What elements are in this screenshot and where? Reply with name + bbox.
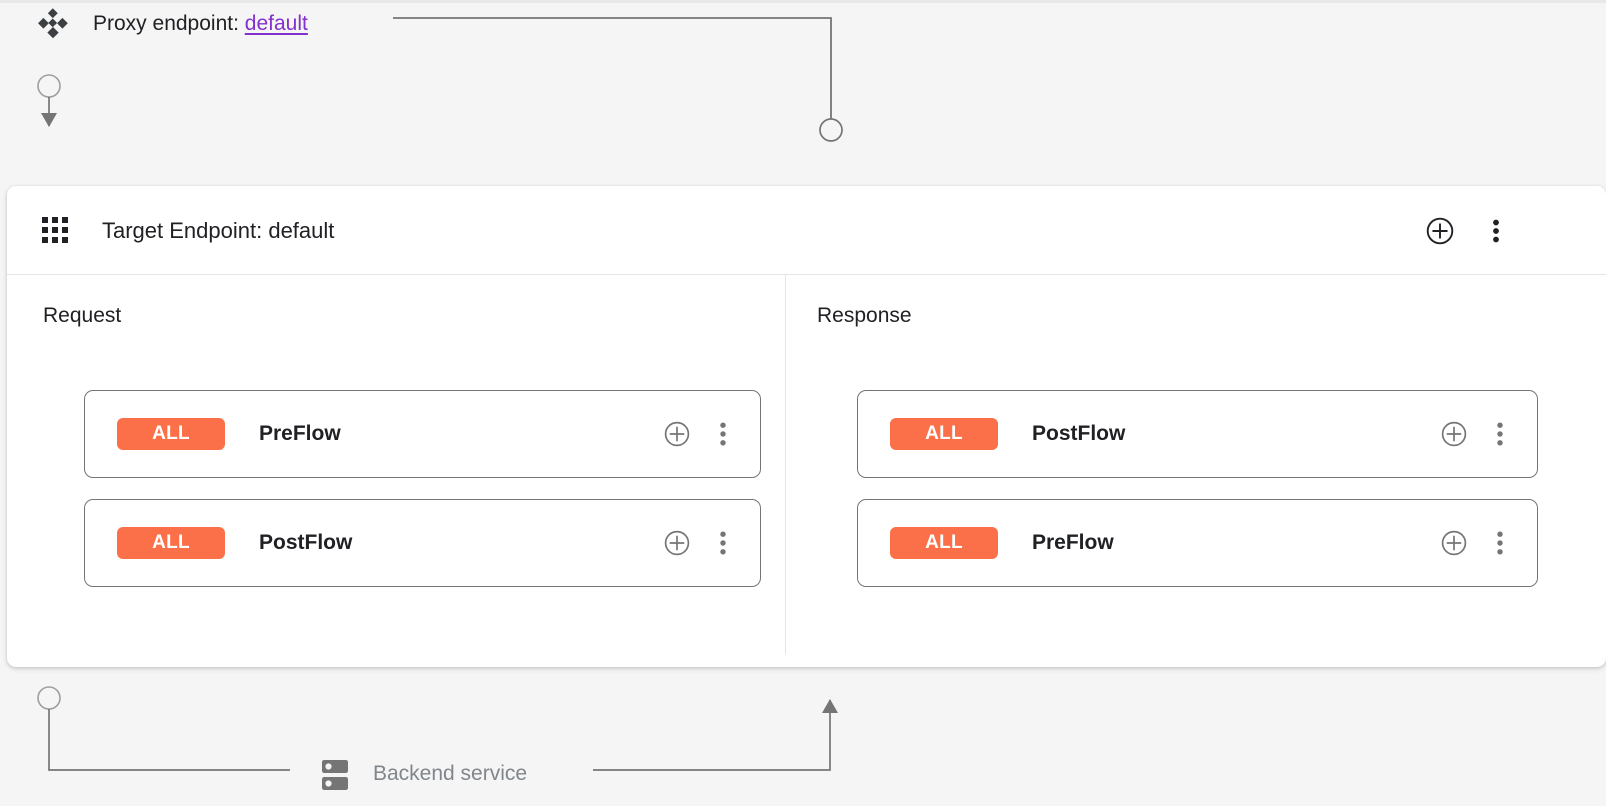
target-endpoint-panel: Target Endpoint: default <box>7 186 1606 667</box>
page-title: Target Endpoint: default <box>102 218 335 243</box>
more-vertical-icon[interactable] <box>1489 530 1511 556</box>
status-badge: ALL <box>890 418 998 450</box>
flow-name-label: PreFlow <box>1032 531 1114 554</box>
plus-circle-icon[interactable] <box>664 421 690 447</box>
status-badge: ALL <box>117 527 225 559</box>
flow-name-label: PostFlow <box>1032 422 1126 445</box>
flow-card-actions <box>664 421 760 447</box>
backend-service-row: Backend service <box>0 748 1606 806</box>
plus-circle-icon[interactable] <box>1426 217 1454 245</box>
flow-name-label: PostFlow <box>259 531 353 554</box>
more-vertical-icon[interactable] <box>1482 217 1510 245</box>
status-badge: ALL <box>117 418 225 450</box>
more-vertical-icon[interactable] <box>712 530 734 556</box>
target-endpoint-body: Request ALL PreFlow <box>7 275 1606 666</box>
plus-circle-icon[interactable] <box>1441 530 1467 556</box>
status-badge: ALL <box>890 527 998 559</box>
plus-circle-icon[interactable] <box>1441 421 1467 447</box>
flow-card-actions <box>1441 421 1537 447</box>
flow-card-postflow-request[interactable]: ALL PostFlow <box>84 499 761 587</box>
flow-card-preflow-request[interactable]: ALL PreFlow <box>84 390 761 478</box>
flow-name-label: PreFlow <box>259 422 341 445</box>
plus-circle-icon[interactable] <box>664 530 690 556</box>
request-flow-list: ALL PreFlow <box>84 390 761 587</box>
proxy-endpoint-header: Proxy endpoint: default <box>0 0 1606 48</box>
top-divider <box>0 0 1606 3</box>
proxy-endpoint-label: Proxy endpoint: <box>93 12 239 35</box>
response-column: Response ALL PostFlow <box>786 275 1606 666</box>
flow-card-actions <box>664 530 760 556</box>
flow-card-preflow-response[interactable]: ALL PreFlow <box>857 499 1538 587</box>
more-vertical-icon[interactable] <box>712 421 734 447</box>
proxy-request-connector <box>37 74 61 127</box>
request-column-label: Request <box>43 304 122 327</box>
flow-card-actions <box>1441 530 1537 556</box>
server-dns-icon <box>320 759 350 793</box>
bottom-edge <box>0 804 1606 806</box>
column-divider <box>785 275 786 654</box>
response-column-label: Response <box>817 304 912 327</box>
apps-grid-icon <box>42 217 69 244</box>
target-endpoint-header: Target Endpoint: default <box>7 186 1606 275</box>
proxy-diamond-icon <box>36 8 68 40</box>
proxy-endpoint-link[interactable]: default <box>244 12 308 35</box>
more-vertical-icon[interactable] <box>1489 421 1511 447</box>
backend-service-label: Backend service <box>373 762 528 785</box>
proxy-endpoint-title: Proxy endpoint: default <box>93 8 308 40</box>
flow-card-postflow-response[interactable]: ALL PostFlow <box>857 390 1538 478</box>
request-column: Request ALL PreFlow <box>7 275 785 666</box>
response-flow-list: ALL PostFlow <box>857 390 1538 587</box>
